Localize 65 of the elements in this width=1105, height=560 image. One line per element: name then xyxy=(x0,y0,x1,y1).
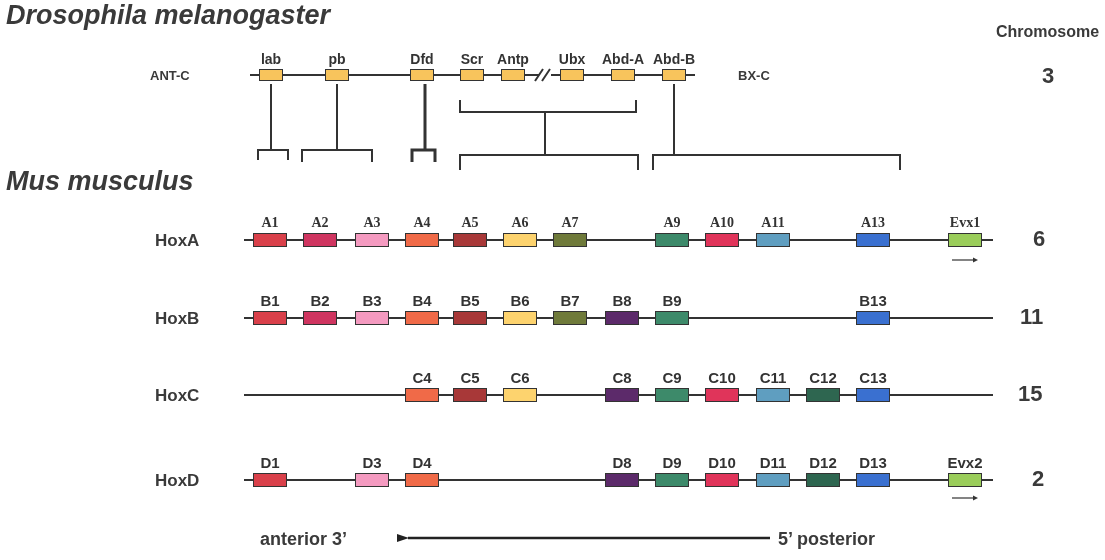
gene-label: C6 xyxy=(510,370,530,385)
gene-label: A2 xyxy=(311,216,329,230)
cluster-name: HoxA xyxy=(155,232,200,249)
axis-title: Chromosome xyxy=(996,24,1100,40)
gene-label: A4 xyxy=(413,216,431,230)
gene-label: C9 xyxy=(662,370,682,385)
cluster-name: BX-C xyxy=(738,69,770,82)
gene-label: A5 xyxy=(461,216,479,230)
gene-label: B2 xyxy=(310,293,330,308)
gene-label: D11 xyxy=(759,455,787,470)
gene-label: B9 xyxy=(662,293,682,308)
gene-label: pb xyxy=(328,52,346,66)
gene-label: D9 xyxy=(662,455,682,470)
gene-label: A10 xyxy=(709,216,735,230)
gene-label: D12 xyxy=(809,455,837,470)
gene-label: D13 xyxy=(859,455,887,470)
heading: Mus musculus xyxy=(6,168,194,195)
chromosome-number: 6 xyxy=(1033,228,1046,250)
gene-label: B7 xyxy=(560,293,580,308)
gene-label: Antp xyxy=(497,52,529,66)
gene-label: B5 xyxy=(460,293,480,308)
gene-label: B4 xyxy=(412,293,432,308)
direction-label: 5’ posterior xyxy=(778,530,876,548)
gene-label: D4 xyxy=(412,455,432,470)
gene-label: D8 xyxy=(612,455,632,470)
heading: Drosophila melanogaster xyxy=(6,2,331,29)
cluster-name: HoxB xyxy=(155,310,200,327)
gene-label: Dfd xyxy=(410,52,434,66)
chromosome-number: 2 xyxy=(1032,468,1045,490)
gene-label: Evx1 xyxy=(949,216,981,230)
gene-label: B3 xyxy=(362,293,382,308)
cluster-name: ANT-C xyxy=(150,69,190,82)
gene-label: D10 xyxy=(708,455,736,470)
gene-label: C10 xyxy=(708,370,736,385)
gene-label: C13 xyxy=(859,370,887,385)
gene-label: B1 xyxy=(260,293,280,308)
gene-label: A11 xyxy=(761,216,785,230)
cluster-name: HoxD xyxy=(155,472,200,489)
direction-label: anterior 3’ xyxy=(260,530,348,548)
gene-label: B13 xyxy=(859,293,887,308)
cluster-name: HoxC xyxy=(155,387,200,404)
gene-label: A3 xyxy=(363,216,381,230)
gene-label: C5 xyxy=(460,370,480,385)
gene-label: Scr xyxy=(460,52,484,66)
gene-label: A6 xyxy=(511,216,529,230)
gene-label: B8 xyxy=(612,293,632,308)
chromosome-number: 15 xyxy=(1018,383,1043,405)
chromosome-number: 3 xyxy=(1042,65,1055,87)
chromosome-number: 11 xyxy=(1020,306,1044,328)
gene-label: Ubx xyxy=(558,52,586,66)
gene-label: A13 xyxy=(860,216,886,230)
gene-label: C12 xyxy=(809,370,837,385)
gene-label: D1 xyxy=(260,455,280,470)
gene-label: Abd-A xyxy=(602,52,644,66)
gene-label: C8 xyxy=(612,370,632,385)
gene-label: B6 xyxy=(510,293,530,308)
gene-label: Abd-B xyxy=(653,52,695,66)
gene-label: C4 xyxy=(412,370,432,385)
gene-label: lab xyxy=(260,52,282,66)
gene-label: D3 xyxy=(362,455,382,470)
gene-label: Evx2 xyxy=(947,455,983,470)
gene-label: A9 xyxy=(663,216,681,230)
gene-label: A7 xyxy=(561,216,579,230)
gene-label: A1 xyxy=(261,216,279,230)
gene-label: C11 xyxy=(759,370,787,385)
